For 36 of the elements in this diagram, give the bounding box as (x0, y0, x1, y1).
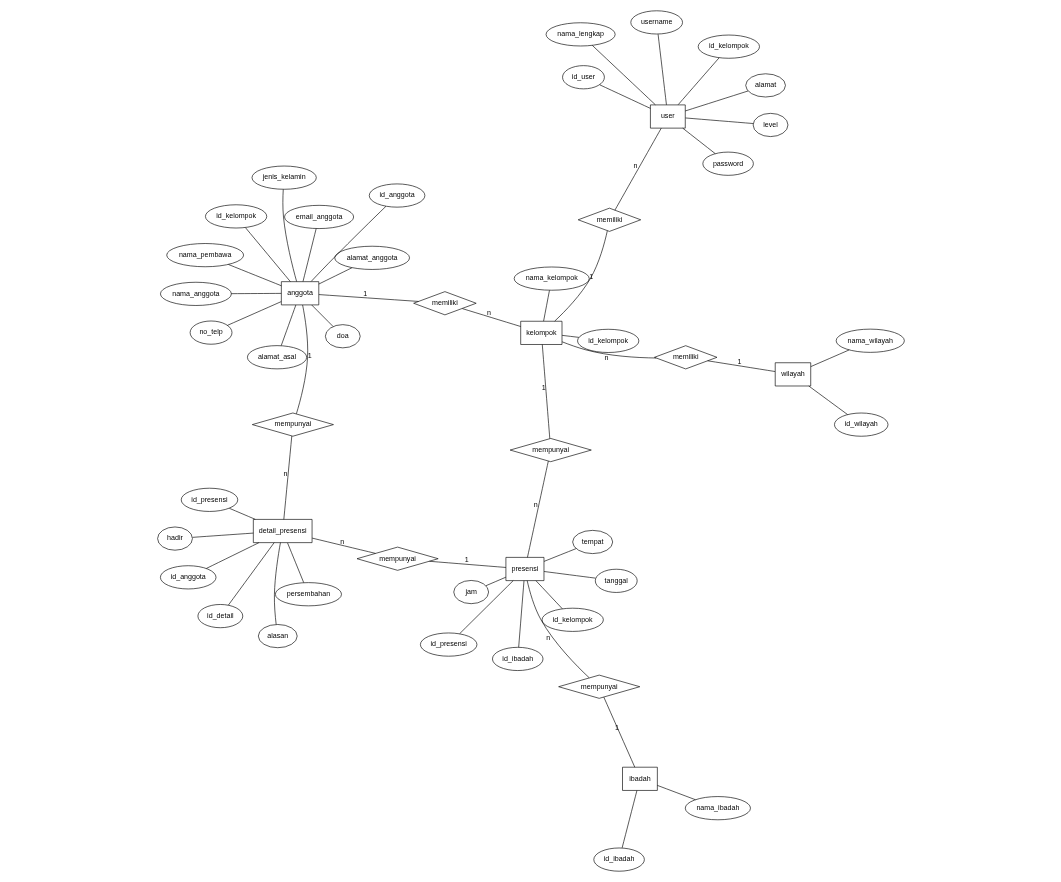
connector (561, 335, 579, 338)
connector (602, 696, 635, 768)
connector (227, 542, 274, 606)
connector (543, 548, 576, 562)
connector (526, 460, 549, 558)
connector (656, 785, 696, 801)
connector (311, 537, 376, 554)
connector (244, 227, 291, 282)
connector (310, 205, 386, 282)
connector (598, 84, 651, 109)
connector (461, 308, 521, 327)
connector (318, 294, 419, 302)
connector (282, 189, 297, 282)
connector (485, 576, 506, 587)
connector (543, 571, 596, 579)
connector (706, 360, 775, 372)
connector (561, 341, 656, 359)
connector (205, 542, 259, 569)
connector (553, 230, 608, 322)
connector (657, 33, 667, 106)
connector (318, 267, 352, 285)
connector (541, 344, 550, 439)
connector (810, 349, 849, 367)
connector (273, 542, 281, 625)
connector (526, 580, 589, 679)
connector (591, 45, 656, 106)
connector (621, 790, 637, 849)
connector (808, 385, 848, 415)
connector (302, 228, 316, 282)
connector (280, 304, 296, 346)
connector (230, 293, 282, 294)
connector (227, 264, 282, 287)
connector (228, 507, 256, 520)
connector (428, 560, 506, 568)
connector (226, 301, 281, 326)
connector (681, 127, 716, 154)
